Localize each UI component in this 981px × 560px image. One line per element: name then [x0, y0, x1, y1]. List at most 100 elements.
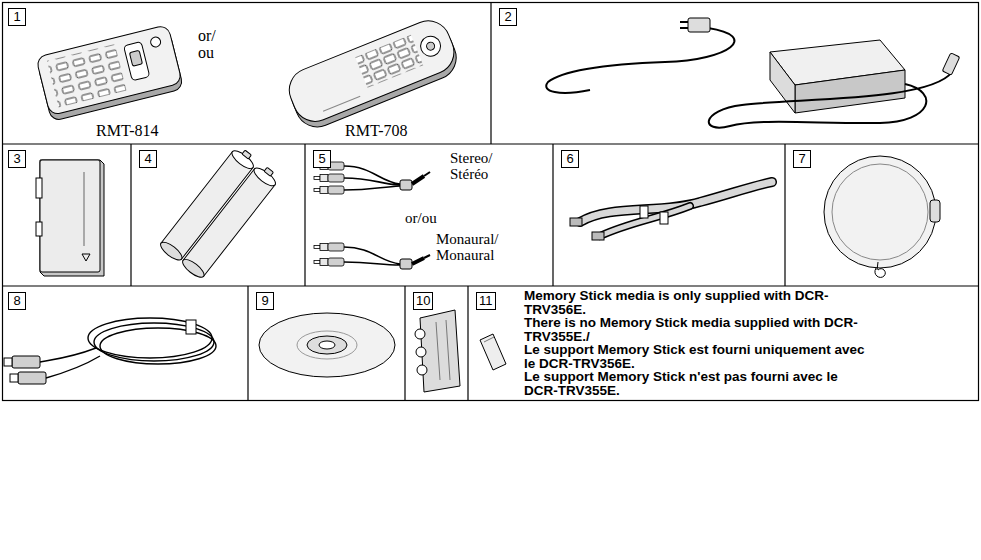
- lens-cap: [875, 268, 885, 277]
- scart-adaptor: [415, 310, 460, 392]
- shoulder-strap: [600, 206, 690, 236]
- av-cable-stereo: [314, 174, 344, 182]
- remote-rmt814: [36, 25, 184, 122]
- callout-box: 11: [476, 292, 496, 310]
- callout-number: 2: [504, 9, 511, 24]
- ac-adaptor: [680, 21, 688, 23]
- callout-box: 9: [256, 292, 274, 310]
- note-text: Le support Memory Stick est fourni uniqu…: [524, 343, 869, 370]
- callout-number: 4: [144, 151, 151, 166]
- av-cable-stereo: [314, 162, 430, 194]
- usb-cable: [18, 372, 46, 384]
- model-name: RMT-708: [345, 122, 408, 139]
- cable-type: Monaural/ Monaural: [436, 231, 511, 263]
- av-cable-monaural: [314, 243, 344, 251]
- callout-number: 6: [566, 151, 573, 166]
- cd-rom: [259, 313, 395, 377]
- lens-cap: [877, 262, 878, 270]
- callout-number: 5: [318, 151, 325, 166]
- scart-adaptor: [415, 329, 425, 339]
- note-text: There is no Memory Stick media supplied …: [524, 316, 869, 343]
- usb-cable: [4, 318, 216, 384]
- scart-adaptor: [417, 365, 427, 375]
- shoulder-strap: [580, 182, 772, 222]
- av-cable-monaural: [314, 258, 344, 266]
- aa-batteries: [264, 167, 273, 176]
- separator-text: or/ ou: [198, 27, 228, 61]
- aa-batteries: [158, 239, 185, 263]
- av-cable-monaural: [344, 247, 400, 265]
- ac-adaptor: [546, 18, 960, 128]
- remote-rmt708: [425, 41, 435, 51]
- memory-stick: [480, 334, 506, 370]
- battery-pack: [36, 222, 42, 236]
- usb-cable: [46, 356, 100, 378]
- ac-adaptor: [942, 53, 960, 75]
- shoulder-strap: [600, 206, 690, 236]
- callout-box: 2: [499, 8, 517, 26]
- av-cable-stereo: [314, 186, 344, 194]
- shoulder-strap: [580, 182, 772, 222]
- callout-number: 8: [13, 293, 20, 308]
- grid-frame: [784, 144, 785, 286]
- callout-number: 10: [416, 293, 430, 308]
- note-text: Le support Memory Stick n'est pas fourni…: [524, 370, 869, 397]
- aa-batteries: [251, 165, 278, 189]
- ac-adaptor: [709, 72, 952, 128]
- callout-box: 8: [8, 292, 26, 310]
- callout-box: 6: [561, 150, 579, 168]
- av-cable-monaural: [412, 258, 424, 264]
- aa-batteries: [242, 150, 251, 159]
- scart-adaptor: [446, 320, 450, 380]
- cd-rom: [297, 331, 357, 359]
- grid-frame: [490, 3, 491, 145]
- aa-batteries: [180, 256, 207, 280]
- callout-number: 3: [13, 151, 20, 166]
- grid-frame: [3, 3, 979, 401]
- remote-rmt814: [150, 36, 162, 48]
- grid-frame: [247, 286, 248, 401]
- battery-pack: [36, 160, 104, 276]
- lens-cap: [930, 200, 940, 222]
- usb-cable: [186, 320, 196, 334]
- aa-batteries: [229, 148, 256, 172]
- usb-cable: [10, 374, 18, 382]
- remote-rmt814: [124, 42, 150, 81]
- remote-rmt814: [47, 44, 127, 108]
- callout-number: 9: [261, 293, 268, 308]
- shoulder-strap: [592, 232, 604, 240]
- grid-frame: [304, 144, 305, 286]
- callout-number: 1: [13, 9, 20, 24]
- grid-frame: [552, 144, 553, 286]
- callout-box: 4: [139, 150, 157, 168]
- aa-batteries: [183, 169, 275, 276]
- battery-pack: [82, 254, 90, 261]
- av-cable-stereo: [400, 180, 412, 190]
- shoulder-strap: [660, 212, 668, 224]
- av-cable-stereo: [424, 172, 430, 176]
- note-text: Memory Stick media is only supplied with…: [524, 289, 869, 316]
- grid-frame: [130, 144, 131, 286]
- scart-adaptor: [416, 347, 426, 357]
- callout-box: 1: [8, 8, 26, 26]
- callout-box: 7: [793, 150, 811, 168]
- usb-cable: [4, 358, 12, 366]
- remote-rmt814: [36, 25, 182, 116]
- remote-rmt814: [129, 50, 142, 66]
- cd-rom: [319, 341, 335, 349]
- usb-cable: [100, 328, 216, 364]
- memory-stick: [480, 334, 506, 370]
- usb-cable: [12, 356, 40, 368]
- model-name: RMT-814: [96, 122, 159, 139]
- remote-rmt708: [283, 14, 461, 128]
- av-cable-stereo: [344, 166, 400, 190]
- cd-rom: [259, 313, 395, 377]
- ac-adaptor: [688, 18, 710, 32]
- memory-stick: [484, 337, 494, 342]
- callout-box: 3: [8, 150, 26, 168]
- grid-frame: [3, 3, 979, 401]
- callout-box: 5: [313, 150, 331, 168]
- battery-pack: [36, 178, 42, 198]
